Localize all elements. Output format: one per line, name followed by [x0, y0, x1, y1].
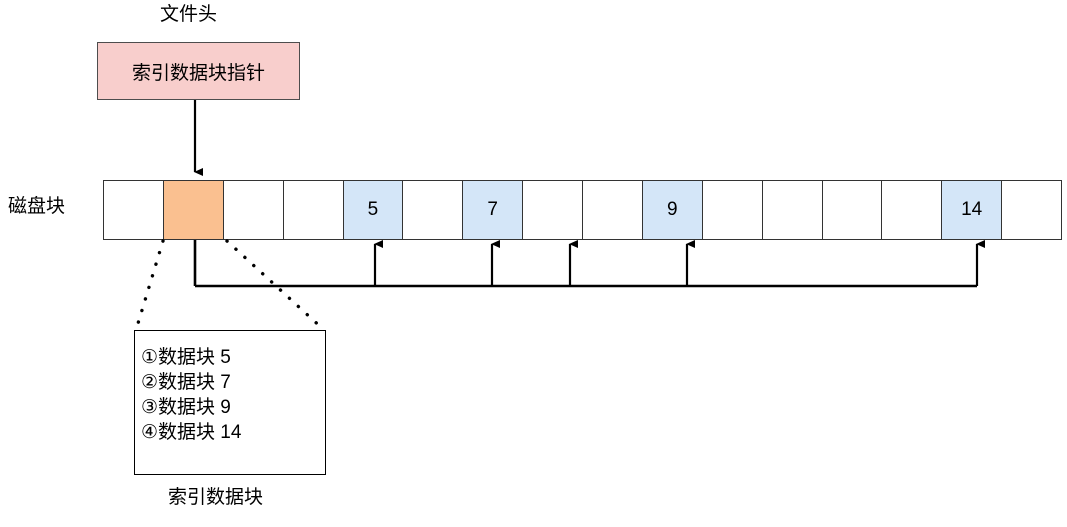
disk-cell-12 [822, 181, 883, 239]
index-block-bus [193, 240, 977, 288]
index-block-label: 索引数据块 [168, 487, 264, 508]
file-header-box: 索引数据块指针 [97, 42, 300, 100]
disk-cell-label: 7 [487, 199, 498, 220]
disk-cell-3 [283, 181, 344, 239]
index-data-block-box: ①数据块 5 ②数据块 7 ③数据块 9 ④数据块 14 [134, 330, 326, 475]
disk-cell-label: 5 [367, 199, 379, 220]
disk-cell-label: 14 [961, 199, 983, 220]
disk-cell-9: 9 [642, 181, 703, 239]
index-entry-3: ③数据块 9 [141, 397, 231, 418]
disk-cell-13 [882, 181, 943, 239]
disk-block-label: 磁盘块 [8, 196, 66, 217]
disk-block-strip: 5 7 9 14 [103, 180, 1062, 240]
disk-cell-0 [104, 181, 164, 239]
disk-cell-label: 9 [667, 199, 678, 220]
file-header-label: 文件头 [160, 4, 218, 25]
index-entry-1: ①数据块 5 [141, 347, 231, 368]
index-entry-2: ②数据块 7 [141, 372, 231, 393]
index-block-callout-dotted-lines [134, 239, 326, 332]
disk-cell-10 [702, 181, 763, 239]
disk-cell-8 [583, 181, 643, 239]
data-block-arrows [373, 240, 985, 286]
disk-cell-6: 7 [463, 181, 524, 239]
disk-cell-1 [163, 181, 224, 239]
file-header-box-text: 索引数据块指针 [131, 62, 265, 84]
disk-cell-11 [762, 181, 823, 239]
disk-cell-4: 5 [343, 181, 404, 239]
disk-cell-5 [403, 181, 464, 239]
disk-cell-14: 14 [942, 181, 1003, 239]
disk-cell-2 [223, 181, 284, 239]
disk-cell-7 [523, 181, 583, 239]
index-entry-4: ④数据块 14 [141, 422, 242, 443]
disk-cell-15 [1002, 181, 1061, 239]
